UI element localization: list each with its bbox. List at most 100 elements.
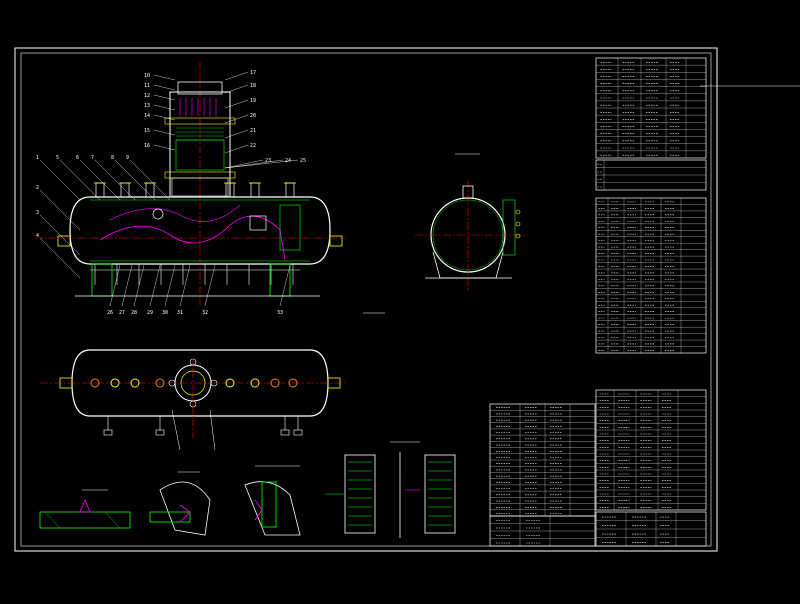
top-stack-flange-1: [164, 117, 236, 125]
internal-baffle-2: [109, 204, 241, 222]
part-balloon: 23: [265, 158, 271, 164]
drawing-tables: [489, 57, 707, 547]
drawing-inner-frame: [20, 52, 712, 547]
plan-nozzle: [110, 378, 120, 388]
part-balloon: 33: [277, 310, 283, 316]
internals-slats: [325, 461, 452, 526]
leader-line: [164, 264, 176, 307]
plan-manway-bolt: [210, 379, 218, 387]
plan-nozzle: [225, 378, 235, 388]
leader-line: [224, 114, 249, 124]
plan-nozzle: [250, 378, 260, 388]
leader-line: [39, 214, 81, 256]
plan-leader: [209, 409, 216, 451]
part-balloon: 7: [91, 155, 94, 161]
side-view-ladder: [502, 199, 516, 256]
manway-circle-1: [152, 208, 164, 220]
plan-nozzle: [288, 378, 298, 388]
plan-view-nozzles: [90, 358, 298, 408]
part-balloon: 15: [144, 128, 150, 134]
plan-view-shell: [71, 349, 329, 417]
part-balloon: 32: [202, 310, 208, 316]
weld-3-pipe: [261, 481, 277, 528]
leader-line: [153, 129, 176, 136]
part-balloon: 29: [147, 310, 153, 316]
part-balloon: 16: [144, 143, 150, 149]
top-nozzles: [94, 182, 296, 198]
leader-line: [179, 264, 191, 307]
saddle-right: [269, 263, 291, 297]
leader-line: [224, 99, 249, 109]
leader-line: [109, 264, 121, 307]
weld-3-bevel: [254, 499, 263, 521]
leader-line: [153, 144, 176, 151]
plan-leg-foot: [280, 429, 290, 436]
leader-line: [133, 264, 145, 307]
top-nozzle: [250, 182, 260, 198]
side-view-ladder-hole-1: [515, 209, 521, 215]
weld-plate-1: [39, 511, 131, 529]
plan-view-legs: [103, 409, 303, 451]
part-balloon: 5: [56, 155, 59, 161]
weld-detail-2: [149, 471, 211, 536]
leader-line: [224, 159, 284, 169]
part-balloon: 19: [250, 98, 256, 104]
part-leaders: 1234567891011121314151617181920212223242…: [36, 70, 306, 316]
part-balloon: 6: [76, 155, 79, 161]
weld-3-shell: [244, 481, 301, 536]
top-stack-base: [171, 177, 229, 197]
top-nozzle: [95, 182, 105, 198]
part-balloon: 22: [250, 143, 256, 149]
part-balloon: 30: [162, 310, 168, 316]
part-balloon: 27: [119, 310, 125, 316]
weld-detail-1: [39, 489, 131, 529]
plan-manway-bolt: [189, 358, 197, 366]
leader-line: [59, 159, 101, 201]
top-stack: [169, 91, 231, 198]
leader-line: [39, 189, 81, 231]
internal-baffle: [99, 215, 286, 261]
plan-nozzle: [155, 378, 165, 388]
leader-line: [224, 129, 249, 139]
part-balloon: 4: [36, 233, 39, 239]
right-end-nozzle: [329, 235, 343, 247]
vessel-shell-elevation: [69, 196, 331, 265]
plan-leg-foot: [155, 429, 165, 436]
weld-2-shell: [159, 481, 211, 536]
weld-1-hatch-a: [44, 511, 61, 529]
leader-line: [121, 264, 133, 307]
weld-2-nozzle: [149, 511, 191, 523]
leader-line: [224, 144, 249, 154]
part-balloon: 25: [300, 158, 306, 164]
left-end-nozzle: [57, 235, 71, 247]
part-balloon: 3: [36, 210, 39, 216]
weld-bevel-1: [79, 498, 91, 513]
leader-line: [149, 264, 161, 307]
part-balloon: 9: [126, 155, 129, 161]
part-balloon: 12: [144, 93, 150, 99]
part-balloon: 10: [144, 73, 150, 79]
part-balloon: 18: [250, 83, 256, 89]
leader-line: [79, 159, 121, 201]
part-balloon: 21: [250, 128, 256, 134]
plan-manway-bolt: [168, 379, 176, 387]
leader-line: [224, 71, 249, 81]
part-balloon: 8: [111, 155, 114, 161]
bottom-supports: [90, 264, 300, 285]
part-balloon: 14: [144, 113, 150, 119]
top-nozzle: [285, 182, 295, 198]
leader-line: [224, 159, 299, 169]
part-balloon: 1: [36, 155, 39, 161]
plan-manway-bolt: [189, 400, 197, 408]
side-view-top-nozzle: [462, 185, 474, 199]
weld-2-fillet: [179, 504, 191, 523]
leader-line: [153, 84, 176, 91]
part-balloon: 17: [250, 70, 256, 76]
part-balloon: 11: [144, 83, 150, 89]
internals-left-panel: [344, 454, 376, 534]
side-view-ladder-hole-2: [515, 221, 521, 227]
end-detail-right: [279, 204, 301, 251]
plan-nozzle: [90, 378, 100, 388]
part-balloon: 31: [177, 310, 183, 316]
leader-line: [114, 159, 156, 201]
